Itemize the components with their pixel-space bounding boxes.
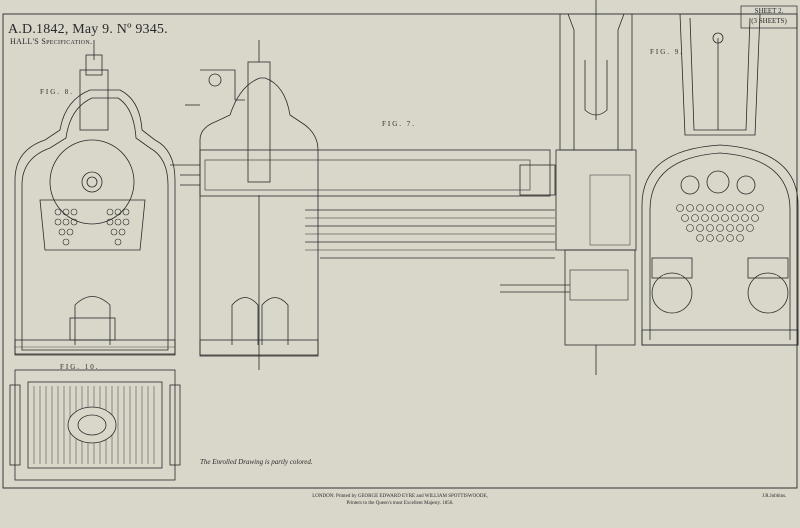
specification-label: HALL'S Specification. xyxy=(10,37,93,46)
sheet-count: (3 SHEETS) xyxy=(751,17,787,25)
printer-imprint: LONDON: Printed by GEORGE EDWARD EYRE an… xyxy=(300,493,500,507)
figure-label-10: FIG. 10. xyxy=(60,363,100,371)
figure-label-8: FIG. 8. xyxy=(40,88,75,96)
sheet-number: SHEET 2. xyxy=(754,7,784,15)
imprint-line-1: LONDON: Printed by GEORGE EDWARD EYRE an… xyxy=(312,494,488,499)
figure-7-longitudinal-section xyxy=(170,40,556,370)
imprint-line-2: Printers to the Queen's most Excellent M… xyxy=(346,501,454,506)
figure-10-grate-plan xyxy=(9,369,181,481)
figure-8-boiler-section xyxy=(14,40,176,356)
figure-9-boiler-end xyxy=(641,13,799,346)
drawing-caption: The Enrolled Drawing is partly colored. xyxy=(200,458,313,466)
lithographer-credit: J.R.Jobbins. xyxy=(762,494,787,499)
sheet-border xyxy=(2,13,798,489)
figure-label-9: FIG. 9. xyxy=(650,48,685,56)
sheet-number-frame xyxy=(740,5,798,29)
patent-title: A.D.1842, May 9. Nº 9345. xyxy=(8,22,168,37)
figure-7-chimney-end xyxy=(500,0,637,375)
figure-label-7: FIG. 7. xyxy=(382,120,417,128)
sheet-number-box: SHEET 2. (3 SHEETS) xyxy=(741,6,797,26)
